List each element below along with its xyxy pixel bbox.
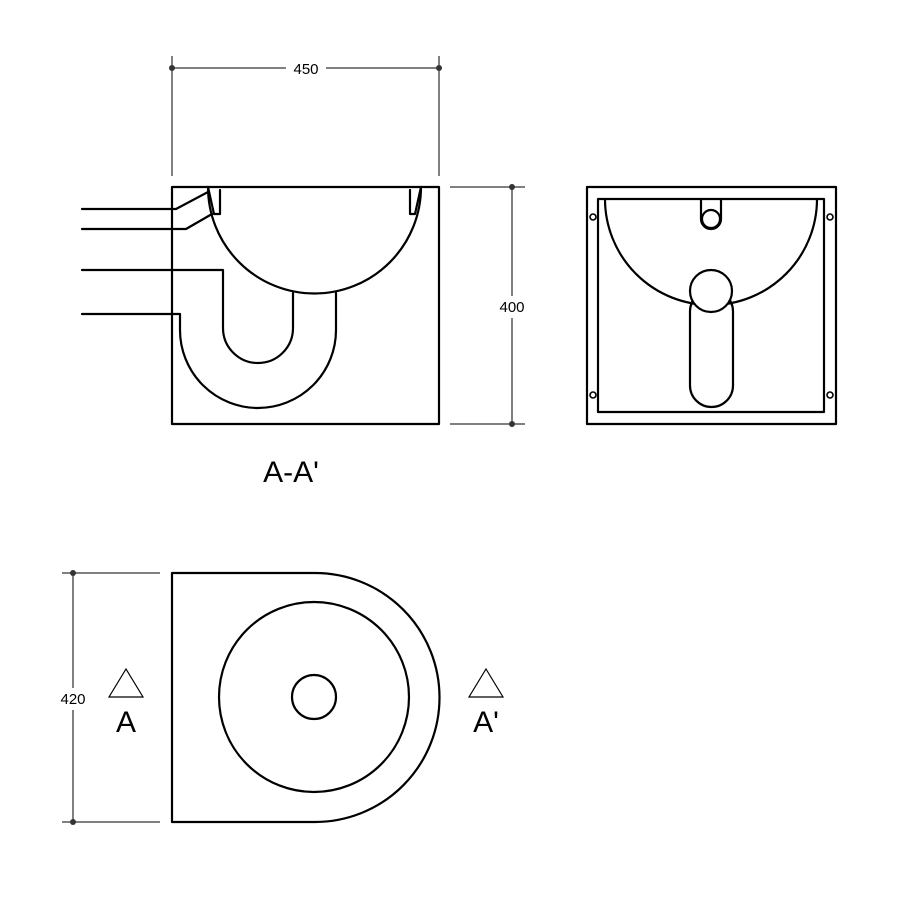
overflow-pipe-lower: [80, 212, 214, 231]
front-drain-outlet: [688, 268, 734, 314]
section-marker-left-label: A: [116, 706, 136, 739]
trap-outer-wall: [80, 291, 338, 410]
section-marker-right: A': [467, 667, 505, 739]
mounting-hole-bottom-right: [826, 391, 834, 399]
dimension-height-label: 400: [499, 299, 524, 316]
dimension-width-label: 450: [293, 61, 318, 78]
front-view: [585, 185, 838, 426]
section-marker-left: A: [107, 667, 145, 739]
mounting-hole-top-right: [826, 213, 834, 221]
dimension-depth-label: 420: [60, 691, 85, 708]
plan-outline: [170, 571, 441, 824]
plan-view: [170, 571, 441, 824]
front-inner-frame: [596, 197, 826, 414]
bowl-lip-right: [408, 185, 423, 216]
mounting-hole-bottom-left: [589, 391, 597, 399]
mounting-hole-top-left: [589, 213, 597, 221]
triangle-icon: [467, 667, 505, 698]
section-view: [80, 185, 441, 426]
dimension-depth: 420: [54, 570, 160, 825]
plan-bowl: [217, 600, 411, 794]
bowl-section: [206, 185, 423, 295]
overflow-hole: [700, 208, 722, 230]
dimension-width: 450: [169, 56, 442, 176]
bowl-lip-left: [206, 185, 222, 216]
section-body-outline: [170, 185, 441, 426]
dimension-height: 400: [450, 184, 530, 427]
triangle-icon: [107, 667, 145, 698]
trap-inner-wall: [80, 268, 295, 365]
plan-drain: [290, 673, 338, 721]
section-marker-right-label: A': [473, 706, 499, 739]
overflow-pipe-upper: [80, 190, 210, 211]
front-outer-frame: [585, 185, 838, 426]
section-label: A-A': [263, 456, 319, 489]
